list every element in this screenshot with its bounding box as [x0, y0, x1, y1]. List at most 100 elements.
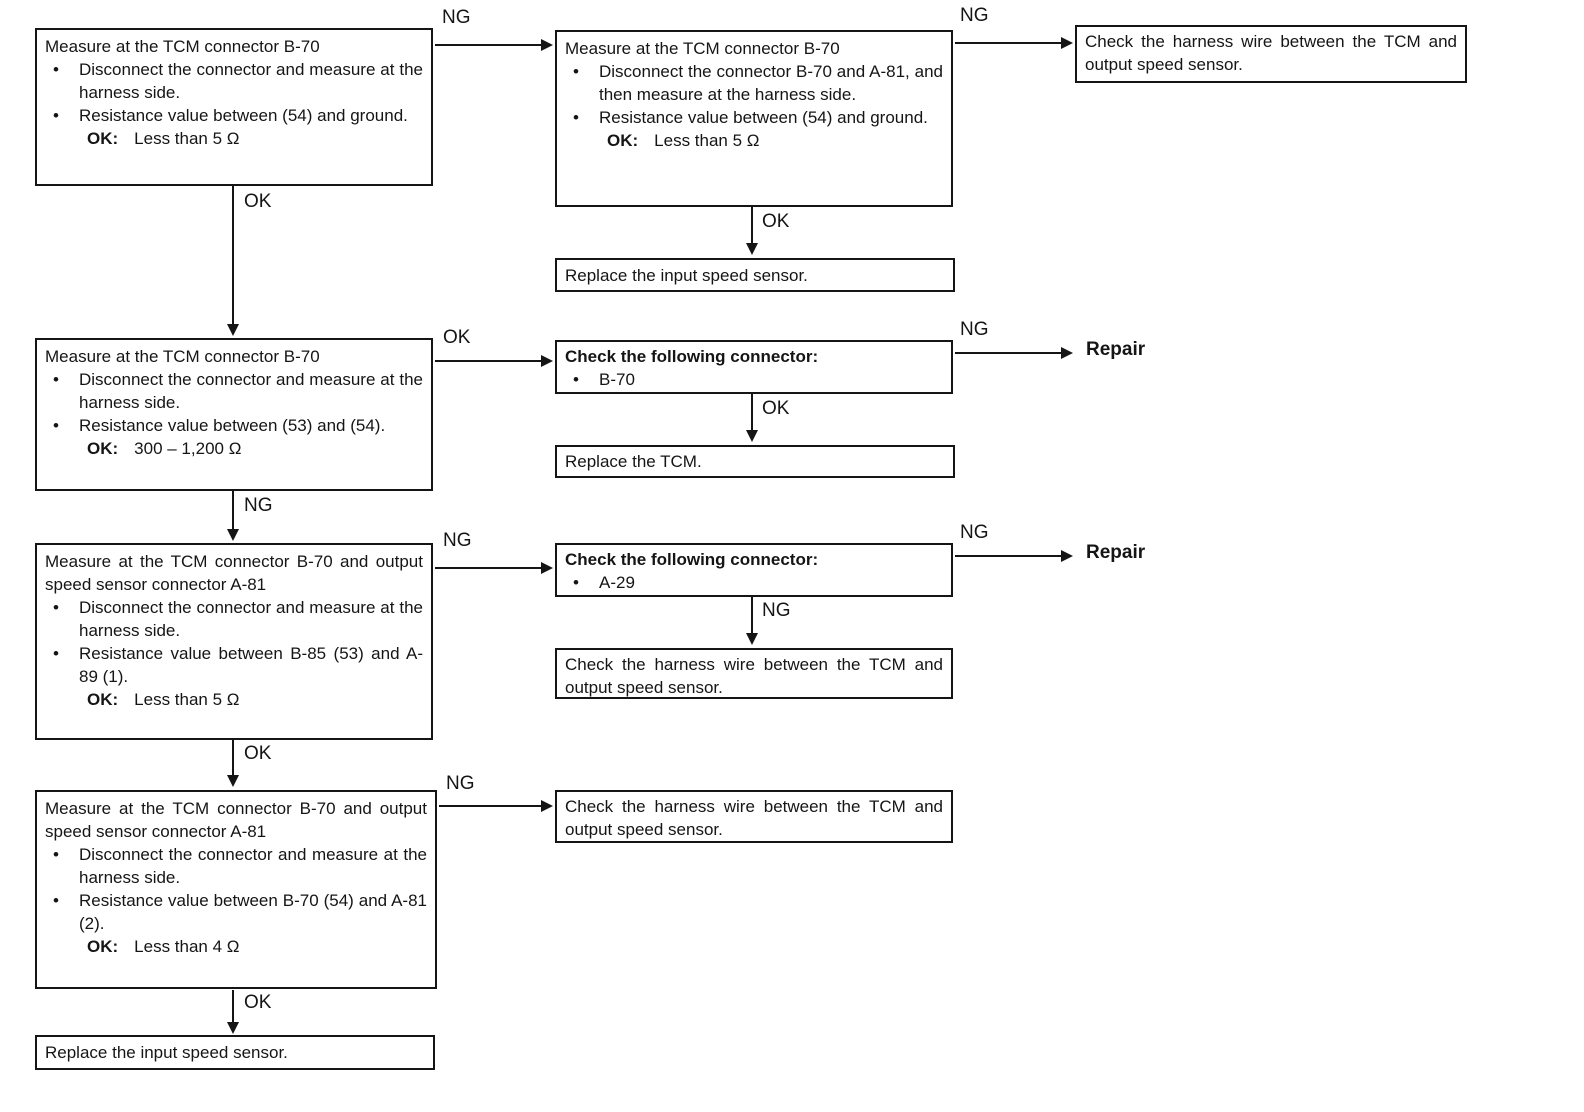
bullet-icon: •: [573, 370, 579, 389]
box-title: Measure at the TCM connector B-70 and ou…: [45, 799, 427, 841]
bullet-item: • Disconnect the connector and measure a…: [45, 368, 423, 414]
ok-prefix: OK:: [87, 690, 119, 709]
arrow-m5-to-repair-label: NG: [960, 522, 989, 543]
box-text: Replace the input speed sensor.: [45, 1043, 288, 1062]
box-title: Measure at the TCM connector B-70: [45, 347, 320, 366]
bullet-item: • Resistance value between (54) and grou…: [565, 106, 943, 129]
bullet-item: • Resistance value between B-70 (54) and…: [45, 889, 427, 935]
box-text: Check the harness wire between the TCM a…: [565, 655, 943, 697]
bullet-icon: •: [53, 60, 59, 79]
arrow-l2-to-m3-label: OK: [443, 327, 471, 348]
arrow-m5-to-m6-head: [746, 633, 758, 645]
bullet-text: Resistance value between (54) and ground…: [79, 106, 408, 125]
arrow-l3-to-l4-head: [227, 775, 239, 787]
ok-value: Less than 5 Ω: [134, 690, 240, 709]
box-text: Check the harness wire between the TCM a…: [565, 797, 943, 839]
bullet-icon: •: [573, 108, 579, 127]
arrow-m5-to-repair-line: [955, 555, 1061, 557]
ok-prefix: OK:: [607, 131, 639, 150]
flow-box-replace-input-speed-sensor-bottom: Replace the input speed sensor.: [35, 1035, 435, 1070]
arrow-m3-to-repair-label: NG: [960, 319, 989, 340]
arrow-l3-to-m5-line: [435, 567, 541, 569]
arrow-l3-to-m5-head: [541, 562, 553, 574]
repair-terminal-1: Repair: [1086, 339, 1146, 360]
arrow-l4-to-l5-line: [232, 990, 234, 1024]
arrow-l3-to-m5-label: NG: [443, 530, 472, 551]
ok-value: Less than 5 Ω: [654, 131, 760, 150]
bullet-item: • B-70: [565, 368, 943, 391]
bullet-item: • Disconnect the connector and measure a…: [45, 58, 423, 104]
flow-box-measure-b70-a81-53: Measure at the TCM connector B-70 and ou…: [35, 543, 433, 740]
flow-box-check-connector-b70: Check the following connector: • B-70: [555, 340, 953, 394]
arrow-l1-to-l2-label: OK: [244, 191, 272, 212]
bullet-item: • A-29: [565, 571, 943, 594]
arrow-m5-to-m6-line: [751, 597, 753, 635]
bullet-text: Resistance value between B-85 (53) and A…: [79, 644, 423, 686]
arrow-l3-to-l4-label: OK: [244, 743, 272, 764]
box-text: Check the harness wire between the TCM a…: [1085, 32, 1457, 74]
bullet-icon: •: [53, 845, 59, 864]
connector-id: A-29: [599, 573, 635, 592]
flow-box-check-harness-mid: Check the harness wire between the TCM a…: [555, 648, 953, 699]
ok-spec: OK:Less than 5 Ω: [45, 127, 423, 150]
arrow-l2-to-m3-line: [435, 360, 541, 362]
bullet-icon: •: [53, 644, 59, 663]
connector-id: B-70: [599, 370, 635, 389]
flow-box-measure-b70-a81-54: Measure at the TCM connector B-70 and ou…: [35, 790, 437, 989]
arrow-m3-to-repair-head: [1061, 347, 1073, 359]
ok-prefix: OK:: [87, 129, 119, 148]
bullet-item: • Resistance value between (53) and (54)…: [45, 414, 423, 437]
bullet-icon: •: [53, 598, 59, 617]
arrow-l2-to-l3-head: [227, 529, 239, 541]
arrow-l4-to-m7-label: NG: [446, 773, 475, 794]
arrow-m3-to-m4-head: [746, 430, 758, 442]
arrow-l1-to-l2-line: [232, 186, 234, 326]
box-title: Check the following connector:: [565, 347, 819, 366]
ok-prefix: OK:: [87, 937, 119, 956]
flow-box-measure-b70-ground: Measure at the TCM connector B-70 • Disc…: [35, 28, 433, 186]
flow-box-check-harness-bottom: Check the harness wire between the TCM a…: [555, 790, 953, 843]
arrow-l4-to-l5-label: OK: [244, 992, 272, 1013]
arrow-m3-to-m4-label: OK: [762, 398, 790, 419]
flow-box-replace-tcm: Replace the TCM.: [555, 445, 955, 478]
bullet-text: Resistance value between B-70 (54) and A…: [79, 891, 427, 933]
arrow-l4-to-m7-head: [541, 800, 553, 812]
bullet-text: Resistance value between (54) and ground…: [599, 108, 928, 127]
arrow-m1-to-r1-line: [955, 42, 1061, 44]
arrow-l2-to-l3-label: NG: [244, 495, 273, 516]
bullet-text: Disconnect the connector B-70 and A-81, …: [599, 62, 943, 104]
bullet-icon: •: [53, 370, 59, 389]
arrow-l1-to-l2-head: [227, 324, 239, 336]
box-title: Measure at the TCM connector B-70: [565, 39, 840, 58]
flow-box-check-harness-top: Check the harness wire between the TCM a…: [1075, 25, 1467, 83]
ok-spec: OK: 300 – 1,200 Ω: [45, 437, 423, 460]
flow-box-check-connector-a29: Check the following connector: • A-29: [555, 543, 953, 597]
arrow-m1-to-r1-head: [1061, 37, 1073, 49]
ok-value: Less than 4 Ω: [134, 937, 240, 956]
arrow-l4-to-m7-line: [439, 805, 541, 807]
arrow-m3-to-repair-line: [955, 352, 1061, 354]
bullet-icon: •: [573, 573, 579, 592]
arrow-m5-to-m6-label: NG: [762, 600, 791, 621]
bullet-item: • Resistance value between (54) and grou…: [45, 104, 423, 127]
repair-terminal-2: Repair: [1086, 542, 1146, 563]
bullet-icon: •: [53, 891, 59, 910]
arrow-m1-to-m2-head: [746, 243, 758, 255]
arrow-l2-to-l3-line: [232, 491, 234, 531]
box-text: Replace the TCM.: [565, 452, 702, 471]
arrow-l1-to-m1-head: [541, 39, 553, 51]
bullet-item: • Disconnect the connector B-70 and A-81…: [565, 60, 943, 106]
bullet-text: Disconnect the connector and measure at …: [79, 598, 423, 640]
arrow-l2-to-m3-head: [541, 355, 553, 367]
bullet-item: • Resistance value between B-85 (53) and…: [45, 642, 423, 688]
arrow-m1-to-r1-label: NG: [960, 5, 989, 26]
bullet-text: Resistance value between (53) and (54).: [79, 416, 386, 435]
bullet-text: Disconnect the connector and measure at …: [79, 845, 427, 887]
bullet-text: Disconnect the connector and measure at …: [79, 60, 423, 102]
ok-spec: OK: Less than 4 Ω: [45, 935, 427, 958]
ok-value: 300 – 1,200 Ω: [134, 439, 242, 458]
box-title: Check the following connector:: [565, 550, 819, 569]
ok-prefix: OK:: [87, 439, 119, 458]
arrow-l3-to-l4-line: [232, 740, 234, 777]
